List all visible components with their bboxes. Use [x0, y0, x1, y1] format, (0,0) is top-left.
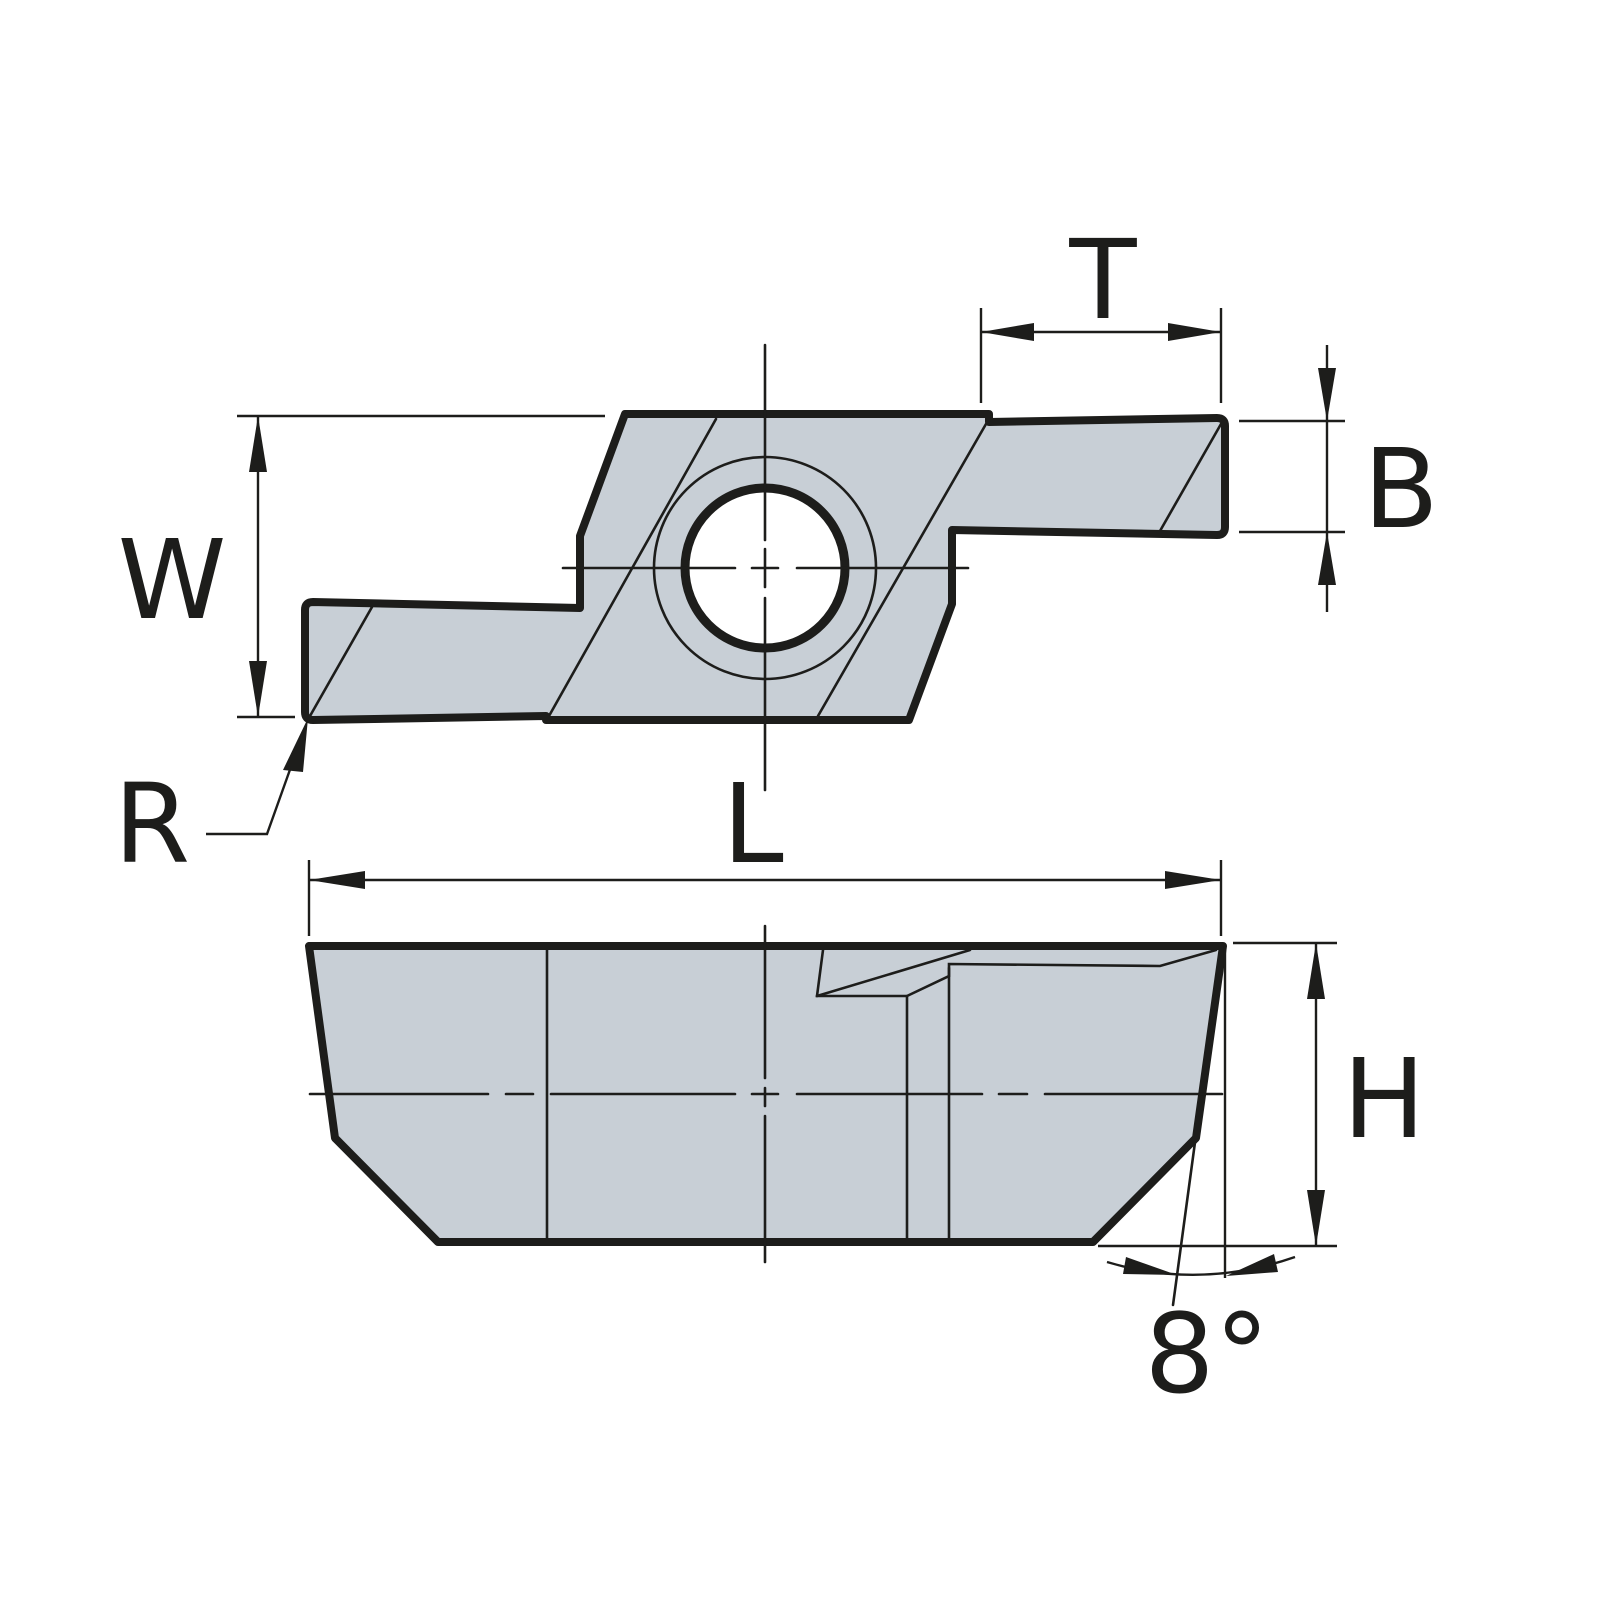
dimension-H: [1098, 941, 1337, 1278]
top-diagonal-left-tip: [308, 605, 374, 718]
label-R: R: [114, 760, 190, 888]
dimension-angle: [1106, 1254, 1296, 1276]
label-B: B: [1363, 425, 1438, 553]
label-T: T: [1068, 216, 1137, 344]
label-L: L: [722, 760, 783, 888]
dimension-T: [979, 308, 1223, 403]
side-view-insert-outline: [305, 942, 1227, 1246]
dimension-W: [237, 414, 605, 719]
dimension-L: [307, 860, 1223, 936]
label-W: W: [118, 516, 227, 644]
side-view: [305, 924, 1227, 1307]
top-view: [301, 343, 1229, 792]
top-view-insert-outline: [301, 410, 1229, 724]
dimension-R-leader: [206, 718, 308, 836]
dimension-B: [1239, 345, 1345, 612]
top-diagonal-right-tip: [1158, 422, 1223, 533]
label-H: H: [1343, 1035, 1426, 1163]
label-angle: 8°: [1145, 1290, 1270, 1418]
side-view-centerlines: [308, 924, 1224, 1264]
top-diagonal-2: [816, 422, 988, 718]
top-view-centerlines: [561, 343, 970, 792]
